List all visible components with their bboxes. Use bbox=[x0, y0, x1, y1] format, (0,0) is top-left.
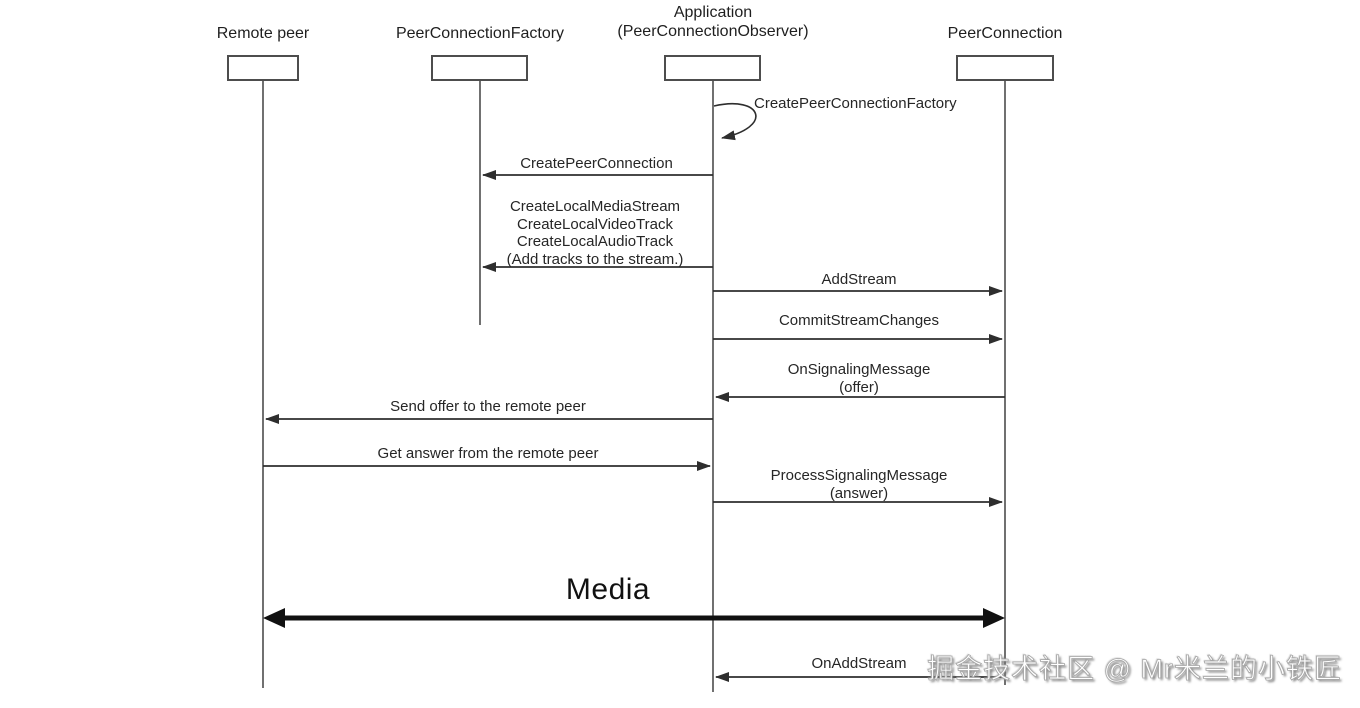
actor-label-remote-peer: Remote peer bbox=[216, 25, 310, 42]
message-label-get-answer: Get answer from the remote peer bbox=[377, 445, 599, 462]
actor-box-application bbox=[664, 55, 761, 81]
message-line-offer: (offer) bbox=[839, 378, 879, 396]
actor-box-peer-connection-factory bbox=[431, 55, 528, 81]
message-label-create-peer-connection-factory: CreatePeerConnectionFactory bbox=[754, 95, 957, 112]
message-line-create-local-video-track: CreateLocalVideoTrack bbox=[517, 215, 673, 233]
message-line-create-local-media-stream: CreateLocalMediaStream bbox=[509, 198, 681, 215]
actor-label-application-line1: Application bbox=[673, 4, 753, 21]
message-line-add-tracks-note: (Add tracks to the stream.) bbox=[506, 250, 684, 268]
message-line-process-signaling-message: ProcessSignalingMessage bbox=[770, 467, 948, 484]
watermark: 掘金技术社区 @ Mr米兰的小铁匠 bbox=[927, 654, 1342, 685]
actor-box-peer-connection bbox=[956, 55, 1054, 81]
message-label-media: Media bbox=[565, 573, 651, 606]
message-line-on-signaling-message: OnSignalingMessage bbox=[787, 361, 931, 378]
actor-box-remote-peer bbox=[227, 55, 299, 81]
message-label-create-peer-connection: CreatePeerConnection bbox=[520, 155, 673, 172]
message-label-on-add-stream: OnAddStream bbox=[811, 655, 907, 672]
message-label-add-stream: AddStream bbox=[821, 271, 897, 288]
message-label-on-signaling-message: OnSignalingMessage (offer) bbox=[713, 361, 1005, 396]
actor-label-peer-connection: PeerConnection bbox=[947, 25, 1063, 42]
message-label-commit-stream-changes: CommitStreamChanges bbox=[778, 312, 940, 329]
message-label-create-local-media-stream: CreateLocalMediaStream CreateLocalVideoT… bbox=[470, 198, 720, 268]
message-label-process-signaling-message: ProcessSignalingMessage (answer) bbox=[713, 467, 1005, 502]
arrow-media-head-right bbox=[983, 608, 1005, 628]
message-label-send-offer: Send offer to the remote peer bbox=[390, 398, 586, 415]
actor-label-application: Application (PeerConnectionObserver) bbox=[603, 3, 823, 41]
actor-label-application-line2: (PeerConnectionObserver) bbox=[617, 23, 809, 40]
message-line-answer: (answer) bbox=[829, 484, 889, 502]
actor-label-peer-connection-factory: PeerConnectionFactory bbox=[395, 25, 565, 42]
arrow-create-peer-connection-factory bbox=[713, 102, 757, 141]
message-line-create-local-audio-track: CreateLocalAudioTrack bbox=[516, 233, 674, 250]
arrow-media-head-left bbox=[263, 608, 285, 628]
